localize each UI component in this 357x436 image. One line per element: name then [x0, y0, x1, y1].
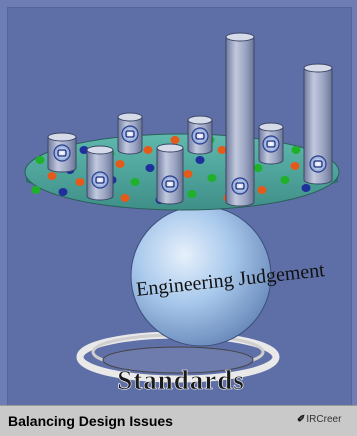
platter-dot: [290, 162, 300, 170]
slide-caption: Balancing Design Issues: [8, 413, 173, 429]
tool-icon: [91, 171, 109, 189]
platter-dot: [217, 146, 227, 154]
globe-icon: [53, 144, 71, 162]
platter-dot: [187, 190, 197, 198]
cylinder: [258, 122, 284, 165]
cylinder: [303, 63, 333, 185]
platter-dot: [115, 160, 125, 168]
cylinder: [86, 145, 114, 201]
plane-icon: [191, 127, 209, 145]
company-logo: ✐IRCreer: [297, 414, 341, 428]
platter-dot: [195, 156, 205, 164]
car-icon: [231, 177, 249, 195]
bus-icon: [161, 175, 179, 193]
platter-dot: [75, 178, 85, 186]
logo-mark: ✐: [297, 414, 306, 425]
platter-dot: [47, 172, 57, 180]
house-icon: [121, 125, 139, 143]
platter-dot: [253, 164, 263, 172]
platter-dot: [120, 194, 130, 202]
platter-dot: [257, 186, 267, 194]
logo-text: IRCreer: [306, 414, 342, 425]
standards-label: Standards: [117, 365, 245, 395]
platter-dot: [143, 146, 153, 154]
platter-dot: [207, 174, 217, 182]
cylinder: [47, 132, 77, 173]
platter-dot: [301, 184, 311, 192]
computer-icon: [309, 155, 327, 173]
platter-dot: [31, 186, 41, 194]
platter-dot: [183, 170, 193, 178]
platter-dot: [35, 156, 45, 164]
platter-dot: [145, 164, 155, 172]
platter-dot: [130, 178, 140, 186]
platter-dot: [280, 176, 290, 184]
platter-dot: [170, 136, 180, 144]
platter-dot: [58, 188, 68, 196]
building-icon: [262, 135, 280, 153]
footer-bar: Balancing Design Issues ✐IRCreer: [0, 405, 357, 436]
cylinder: [117, 112, 143, 155]
cylinder: [225, 32, 255, 207]
cylinder: [187, 115, 213, 155]
cylinders: [47, 32, 333, 207]
platter-dot: [291, 146, 301, 154]
platter-dot: [79, 146, 89, 154]
cylinder: [156, 143, 184, 205]
